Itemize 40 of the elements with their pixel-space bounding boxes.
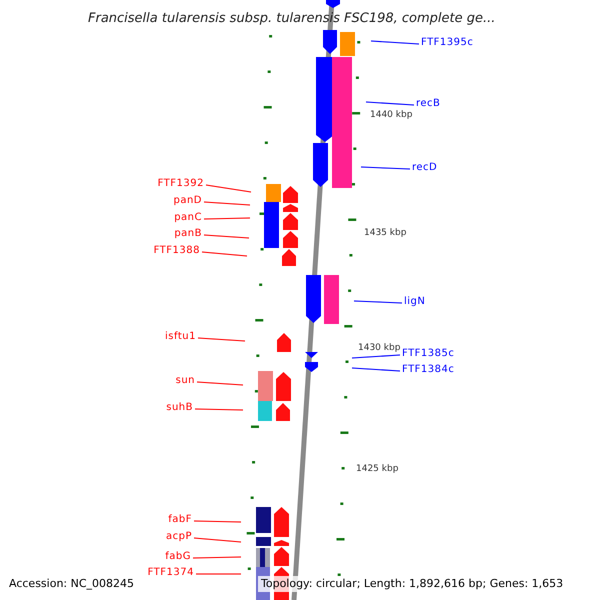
leader-line: [352, 354, 400, 358]
gene-label: FTF1385c: [402, 347, 454, 361]
gene-label: panD: [173, 194, 202, 208]
gene-label: FTF1392: [158, 177, 204, 191]
leader-line: [196, 382, 244, 386]
gene-label: FTF1384c: [402, 363, 454, 377]
leader-line: [194, 408, 244, 410]
gene-label: fabG: [165, 550, 191, 564]
gene-label: panB: [174, 227, 202, 241]
leader-line: [204, 202, 250, 206]
leader-line: [194, 520, 242, 522]
map-title: Francisella tularensis subsp. tularensis FSC198, complete ge...: [88, 10, 496, 28]
gene-label: ligN: [404, 295, 426, 309]
leader-line: [370, 40, 420, 44]
leader-line: [204, 218, 250, 220]
gene-label: FTF1374: [148, 566, 194, 580]
gene-label: isftu1: [165, 330, 196, 344]
leader-line: [202, 252, 248, 256]
gene-label: sun: [176, 374, 195, 388]
leader-line: [206, 184, 252, 192]
leader-line: [352, 368, 400, 372]
gene-label: acpP: [166, 530, 192, 544]
gene-label: panC: [174, 211, 202, 225]
scale-label: 1435 kbp: [364, 227, 406, 240]
gene-label: FTF1388: [154, 244, 200, 258]
leader-line: [204, 234, 250, 238]
leader-line: [192, 556, 242, 558]
gene-label: recB: [416, 97, 440, 111]
scale-label: 1425 kbp: [356, 463, 398, 476]
gene-label: fabF: [168, 513, 192, 527]
leader-line: [366, 102, 414, 106]
leader-line: [198, 338, 246, 342]
scale-label: 1440 kbp: [370, 109, 412, 122]
leader-line: [194, 538, 242, 542]
scale-label: 1430 kbp: [358, 343, 400, 354]
gene-label: FTF1395c: [421, 36, 474, 50]
leader-line: [354, 300, 402, 304]
gene-label: suhB: [166, 401, 193, 415]
leader-line: [360, 166, 410, 170]
gene-label: recD: [412, 161, 438, 175]
